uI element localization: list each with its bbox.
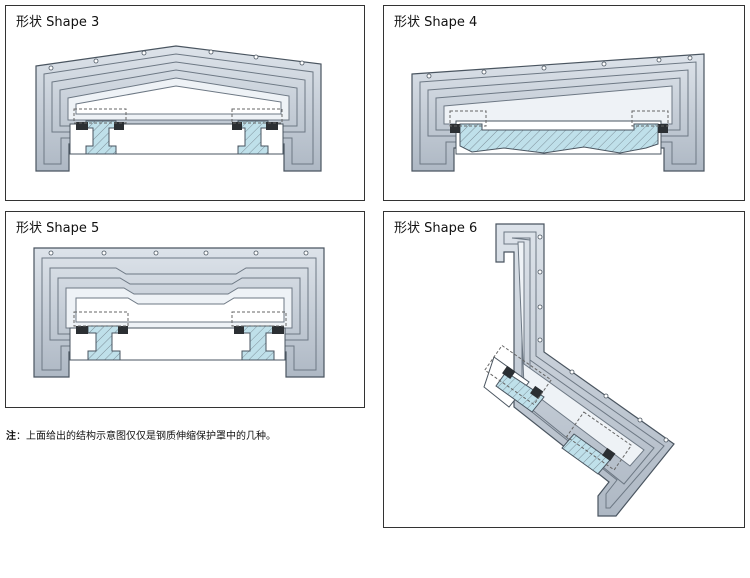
panel-title: 形状 Shape 6 xyxy=(394,221,478,236)
footnote-text: ：上面给出的结构示意图仅仅是钢质伸缩保护罩中的几种。 xyxy=(16,431,276,442)
panel-title: 形状 Shape 4 xyxy=(394,15,478,30)
panel-shape-6: 形状 Shape 6 xyxy=(383,211,745,528)
panel-shape-3: 形状 Shape 3 xyxy=(5,5,365,201)
shape-6-diagram xyxy=(483,223,675,517)
shape-5-diagram xyxy=(33,247,325,378)
panel-title: 形状 Shape 3 xyxy=(16,15,100,30)
footnote-label: 注 xyxy=(6,431,16,442)
shape-4-diagram xyxy=(411,53,705,172)
panel-shape-4: 形状 Shape 4 xyxy=(383,5,745,201)
panel-title: 形状 Shape 5 xyxy=(16,221,100,236)
footnote: 注：上面给出的结构示意图仅仅是钢质伸缩保护罩中的几种。 xyxy=(6,427,276,442)
panel-shape-5: 形状 Shape 5 xyxy=(5,211,365,408)
shape-3-diagram xyxy=(35,45,322,172)
